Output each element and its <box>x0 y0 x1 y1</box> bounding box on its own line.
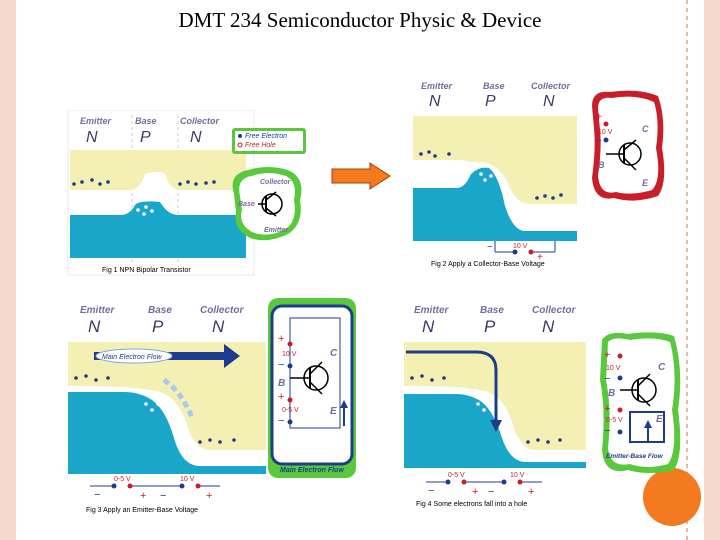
fig1-label-n2: N <box>190 129 202 146</box>
fig4-circuit-label-b: B <box>608 388 615 399</box>
fig2-label-emitter: Emitter <box>421 81 453 91</box>
fig2-label-n1: N <box>429 93 441 110</box>
fig3-label-base: Base <box>148 305 172 316</box>
fig3-minus2: − <box>160 490 166 502</box>
fig2-circuit-label-e: E <box>642 178 649 188</box>
fig2-circuit-blob: + − 10 V C B E <box>592 90 665 201</box>
fig4-circuit-label-e: E <box>656 414 663 425</box>
fig3-circuit-label-e: E <box>330 406 337 417</box>
fig4-circuit-label-c: C <box>658 362 666 373</box>
fig3-circuit-flow-label: Main Electron Flow <box>280 467 344 474</box>
fig3-circuit-05v: 0-5 V <box>282 407 299 414</box>
legend-free-electron: Free Electron <box>245 133 287 140</box>
fig2-circuit-10v: 10 V <box>598 129 613 136</box>
fig4-conduction-band <box>404 342 586 450</box>
fig3-circuit-10v: 10 V <box>282 351 297 358</box>
fig1-caption: Fig 1 NPN Bipolar Transistor <box>102 267 191 274</box>
fig3-valence-band <box>68 392 266 474</box>
fig4-voltage-05v: 0-5 V <box>448 472 465 479</box>
fig4-label-n1: N <box>422 317 435 336</box>
fig4-label-base: Base <box>480 305 504 316</box>
symbol-label-emitter: Emitter <box>264 227 289 234</box>
fig2-circuit-plus: + <box>596 112 602 123</box>
fig4-valence-band <box>404 394 586 468</box>
fig3-conduction-band <box>68 342 266 450</box>
fig1-label-emitter: Emitter <box>80 116 112 126</box>
fig3-label-n2: N <box>212 317 225 336</box>
fig3-label-collector: Collector <box>200 305 244 316</box>
fig3-circuit-minus1: − <box>278 359 284 371</box>
fig1-valence-band <box>70 201 246 258</box>
fig3-label-p: P <box>152 317 164 336</box>
fig2-label-collector: Collector <box>531 81 571 91</box>
fig3-circuit-panel: + 10 V − C B + 0-5 V − E Main Electron F… <box>268 298 356 478</box>
fig4-plus2: + <box>528 486 534 498</box>
slide-border-right <box>704 0 720 540</box>
fig3-main-flow-label: Main Electron Flow <box>102 354 162 361</box>
fig4-voltage-10v: 10 V <box>510 472 525 479</box>
fig4-circuit-blob: + 10 V − C B + 0-5 V − E Emitter-Base Fl… <box>600 332 681 473</box>
fig3-label-n1: N <box>88 317 101 336</box>
fig2-circuit-label-c: C <box>642 124 649 134</box>
fig4-label-collector: Collector <box>532 305 576 316</box>
slide-border-dotted-line <box>686 0 688 540</box>
fig2-label-p: P <box>485 93 496 110</box>
fig2-caption: Fig 2 Apply a Collector-Base Voltage <box>431 261 545 268</box>
symbol-label-base: Base <box>238 201 255 208</box>
fig4-minus2: − <box>488 486 494 498</box>
fig1-label-n1: N <box>86 129 98 146</box>
fig2-minus: − <box>487 242 493 253</box>
fig2-circuit-minus: − <box>596 136 602 147</box>
fig4-circuit-10v: 10 V <box>606 365 621 372</box>
fig2-conduction-band <box>413 116 577 204</box>
fig4-minus1: − <box>428 485 434 497</box>
fig1-label-base: Base <box>135 116 157 126</box>
progress-arrow-icon <box>331 162 391 190</box>
fig3-plus2: + <box>206 490 212 502</box>
slide-title: DMT 234 Semiconductor Physic & Device <box>178 8 542 32</box>
fig1-label-p: P <box>140 129 151 146</box>
fig2-panel: Emitter Base Collector N P N − 10 V + Fi… <box>413 81 577 268</box>
fig3-voltage-05v: 0-5 V <box>114 476 131 483</box>
fig2-plus: + <box>537 252 543 263</box>
fig4-plus1: + <box>472 486 478 498</box>
fig3-plus1: + <box>140 490 146 502</box>
fig4-caption: Fig 4 Some electrons fall into a hole <box>416 501 527 508</box>
fig3-minus1: − <box>94 489 100 501</box>
symbol-label-collector: Collector <box>260 179 292 186</box>
fig4-circuit-plus2: + <box>604 403 610 415</box>
fig4-label-n2: N <box>542 317 555 336</box>
fig1-label-collector: Collector <box>180 116 220 126</box>
fig2-label-base: Base <box>483 81 505 91</box>
fig2-label-n2: N <box>543 93 555 110</box>
fig4-label-p: P <box>484 317 496 336</box>
fig4-circuit-05v: 0-5 V <box>606 417 623 424</box>
transistor-symbol-blob: Collector Base Emitter <box>232 167 302 241</box>
fig4-circuit-minus2: − <box>604 425 610 437</box>
fig1-conduction-band <box>70 150 246 190</box>
fig3-caption: Fig 3 Apply an Emitter-Base Voltage <box>86 507 198 514</box>
legend-free-hole: Free Hole <box>245 142 276 149</box>
fig4-circuit-plus1: + <box>604 349 610 361</box>
fig4-circuit-minus1: − <box>604 373 610 385</box>
legend-box: Free Electron Free Hole <box>232 128 306 154</box>
fig3-circuit-plus2: + <box>278 391 284 403</box>
fig3-voltage-10v: 10 V <box>180 476 195 483</box>
fig3-circuit-minus2: − <box>278 415 284 427</box>
decorative-orange-circle <box>643 468 701 526</box>
fig4-circuit-flow-label: Emitter-Base Flow <box>606 453 664 460</box>
fig4-panel: Emitter Base Collector N P N − 0-5 V + −… <box>404 305 586 508</box>
fig2-circuit-label-b: B <box>598 160 605 170</box>
slide-border-left <box>0 0 16 540</box>
fig3-panel: Emitter Base Collector N P N Main Electr… <box>68 305 266 514</box>
fig2-valence-band <box>413 167 577 241</box>
fig3-label-emitter: Emitter <box>80 305 116 316</box>
fig3-circuit-label-b: B <box>278 378 285 389</box>
fig1-panel: Emitter Base Collector N P N Fig 1 NPN B… <box>67 110 255 276</box>
fig4-label-emitter: Emitter <box>414 305 450 316</box>
fig3-circuit-label-c: C <box>330 348 338 359</box>
fig2-voltage-10v: 10 V <box>513 243 528 250</box>
fig3-circuit-plus1: + <box>278 333 284 345</box>
